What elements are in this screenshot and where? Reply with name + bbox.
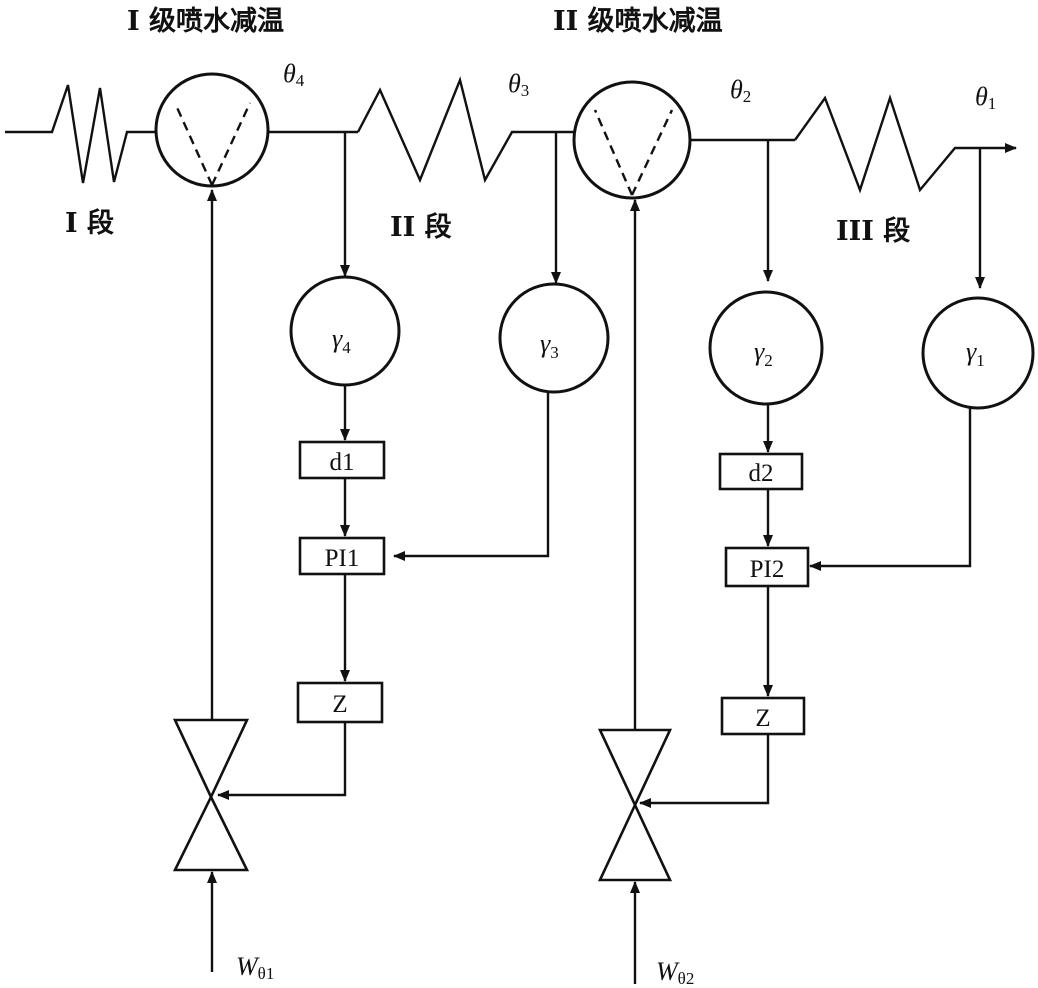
gamma2-label: γ2	[754, 337, 773, 370]
signal-z1-to-valve1	[217, 722, 347, 800]
block-pi1	[298, 536, 386, 576]
signal-z2-to-valve2	[639, 734, 770, 808]
signal-gamma3-to-pi1	[393, 392, 550, 561]
gamma3-label: γ3	[540, 329, 559, 362]
block-d2	[718, 452, 804, 491]
spray-cone-1b	[210, 102, 252, 186]
block-d1	[298, 440, 386, 480]
block-d2-label: d2	[749, 460, 774, 487]
gamma1-label: γ1	[966, 337, 985, 370]
theta4-label: θ4	[283, 59, 305, 90]
segment-3-label: III 段	[836, 216, 910, 247]
block-pi2-label: PI2	[750, 556, 785, 583]
superheater-section-2	[356, 76, 575, 184]
theta1-label: θ1	[975, 82, 996, 113]
stage1-title: I 级喷水减温	[127, 5, 284, 37]
stage2-title: II 级喷水减温	[553, 5, 723, 37]
superheater-section-3	[794, 94, 990, 194]
block-z1-label: Z	[332, 691, 347, 718]
signal-gamma1-to-pi2	[809, 408, 972, 571]
block-z2	[720, 696, 806, 736]
spray-valve-1	[172, 718, 250, 872]
block-pi2	[724, 546, 810, 588]
sensor-gamma1	[921, 296, 1035, 410]
theta2-label: θ2	[730, 75, 751, 106]
desuperheater-1	[154, 72, 270, 188]
theta3-label: θ3	[508, 69, 529, 100]
segment-1-label: I 段	[65, 208, 114, 239]
spray-cone-2a	[593, 109, 634, 196]
water-flow-2-label: Wθ2	[656, 957, 694, 988]
segment-2-label: II 段	[390, 212, 452, 243]
water-flow-1-label: Wθ1	[236, 952, 274, 983]
sensor-gamma3	[498, 282, 610, 394]
block-z1	[296, 681, 384, 724]
spray-cone-2b	[630, 109, 674, 196]
superheater-section-1	[5, 84, 157, 184]
gamma4-label: γ4	[332, 324, 351, 357]
block-d1-label: d1	[330, 449, 355, 476]
block-pi1-label: PI1	[325, 545, 360, 572]
spray-valve-2	[597, 728, 673, 882]
sensor-gamma4	[289, 275, 401, 387]
desuperheater-2	[572, 80, 692, 200]
sensor-gamma2	[708, 290, 824, 406]
block-z2-label: Z	[755, 705, 770, 732]
